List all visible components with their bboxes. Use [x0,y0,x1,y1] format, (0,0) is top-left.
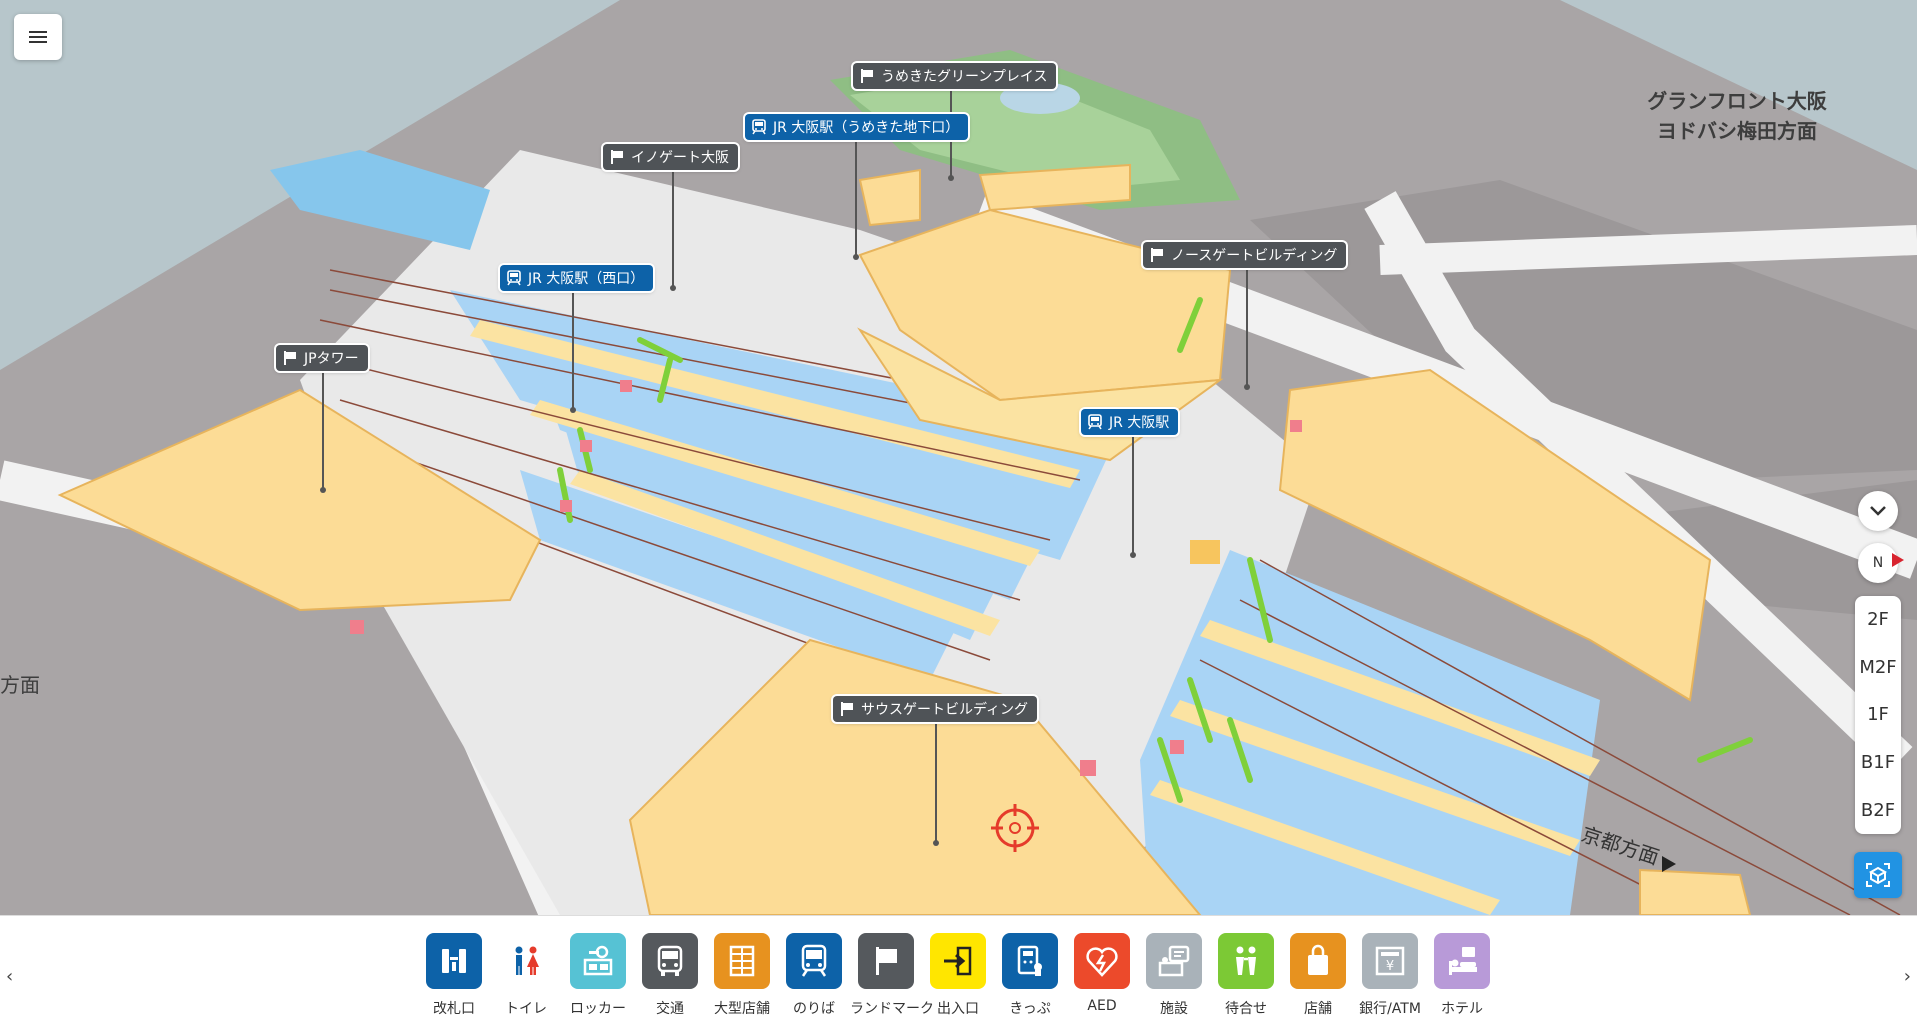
category-meeting-point[interactable]: 待合せ [1210,933,1282,1018]
pin-north-gate-building[interactable]: ノースゲートビルディング [1143,242,1347,268]
menu-button[interactable] [14,14,62,60]
category-restroom[interactable]: トイレ [490,933,562,1018]
flag-icon [859,68,875,84]
facility-icon [1158,945,1190,977]
floor-b1f[interactable]: B1F [1860,752,1896,774]
train-icon [801,944,827,977]
locker-icon [583,945,613,976]
flag-icon [609,149,625,165]
kiosk [1190,540,1220,564]
pin-label: JPタワー [304,351,359,367]
department-store-icon [729,945,755,977]
category-ticket[interactable]: きっぷ [994,933,1066,1018]
category-platform[interactable]: のりば [778,933,850,1018]
category-hotel[interactable]: ホテル [1426,933,1498,1018]
meeting-point-icon [1236,946,1256,975]
category-ticket-gate[interactable]: 改札口 [418,933,490,1018]
collapse-button[interactable] [1858,491,1898,531]
bus-icon [657,945,683,976]
jp-tower-building [57,388,542,612]
train-icon [751,119,767,135]
svg-text:¥: ¥ [1386,959,1394,974]
nw-building-blue [270,150,490,250]
ticket-gate-icon [442,949,466,973]
3d-cube-icon [1866,863,1890,887]
flag-icon [1149,247,1165,263]
pin-jp-tower[interactable]: JPタワー [276,345,368,371]
atm-icon: ¥ [1375,946,1405,976]
compass-label: N [1872,555,1884,571]
pin-label: ノースゲートビルディング [1171,248,1338,264]
elevator-markers [350,380,1302,776]
pin-jr-osaka-west[interactable]: JR 大阪駅（西口） [500,265,654,291]
ticket-icon [1017,945,1042,976]
pin-innogate-osaka[interactable]: イノゲート大阪 [603,144,738,170]
category-facility[interactable]: 施設 [1138,933,1210,1018]
pin-label: サウスゲートビルディング [861,702,1029,718]
south-gate-building [628,638,1202,915]
pin-umekita-green-place[interactable]: うめきたグリーンプレイス [853,63,1057,89]
train-icon [1087,414,1103,430]
category-locker[interactable]: ロッカー [562,933,634,1018]
category-department-store[interactable]: 大型店舗 [706,933,778,1018]
floor-1f[interactable]: 1F [1867,704,1889,726]
lucua-building [1278,368,1712,702]
pin-label: イノゲート大阪 [631,150,729,166]
category-transport[interactable]: 交通 [634,933,706,1018]
category-exit[interactable]: 出入口 [922,933,994,1018]
direction-arrow-icon [1662,856,1676,872]
pin-jr-osaka[interactable]: JR 大阪駅 [1081,409,1179,435]
hotel-icon [1449,947,1477,975]
flag-icon [282,350,298,366]
pin-label: JR 大阪駅（西口） [528,271,645,287]
aed-icon [1086,947,1118,977]
map-canvas[interactable]: 京都方面 [0,0,1917,915]
hamburger-icon [29,31,47,43]
umekita-building [978,163,1131,212]
category-bar: ‹ › 改札口 トイレ ロッカー 交通 大型店舗 のりば ランドマーク 出入口 … [0,915,1917,1022]
current-location-icon [991,804,1039,852]
pin-label: うめきたグリーンプレイス [881,69,1048,85]
small-building [1639,868,1752,915]
scroll-right-button[interactable]: › [1903,966,1911,987]
floor-selector: 2F M2F 1F B1F B2F [1855,596,1901,834]
compass-needle-icon [1892,553,1904,567]
station-map[interactable]: 京都方面 [0,0,1917,915]
floor-2f[interactable]: 2F [1867,609,1889,631]
pond [1000,82,1080,114]
chevron-down-icon [1870,506,1886,516]
pin-label: JR 大阪駅（うめきた地下口） [773,120,960,136]
category-aed[interactable]: AED [1066,933,1138,1014]
flag-icon [839,701,855,717]
category-landmark[interactable]: ランドマーク [850,933,934,1018]
compass-button[interactable]: N [1858,543,1904,583]
category-atm[interactable]: ¥ 銀行/ATM [1354,933,1426,1018]
floor-m2f[interactable]: M2F [1859,656,1897,678]
pin-south-gate-building[interactable]: サウスゲートビルディング [833,696,1038,722]
restroom-icon [515,946,539,975]
small-building [858,168,921,227]
category-shop[interactable]: 店舗 [1282,933,1354,1018]
exit-icon [944,946,972,976]
pin-jr-osaka-umekita[interactable]: JR 大阪駅（うめきた地下口） [745,114,969,140]
area-label-west: 方面 [0,673,40,697]
pin-label: JR 大阪駅 [1109,415,1170,431]
road [1379,225,1917,275]
shop-icon [1308,944,1328,975]
landmark-flag-icon [876,947,897,975]
3d-view-button[interactable] [1854,852,1902,898]
area-label-grand-front: グランフロント大阪 ヨドバシ梅田方面 [1647,89,1827,143]
scroll-left-button[interactable]: ‹ [6,966,14,987]
pin-anchors [320,175,1250,846]
park-lawn [850,70,1180,190]
train-icon [506,270,522,286]
floor-b2f[interactable]: B2F [1860,799,1896,821]
